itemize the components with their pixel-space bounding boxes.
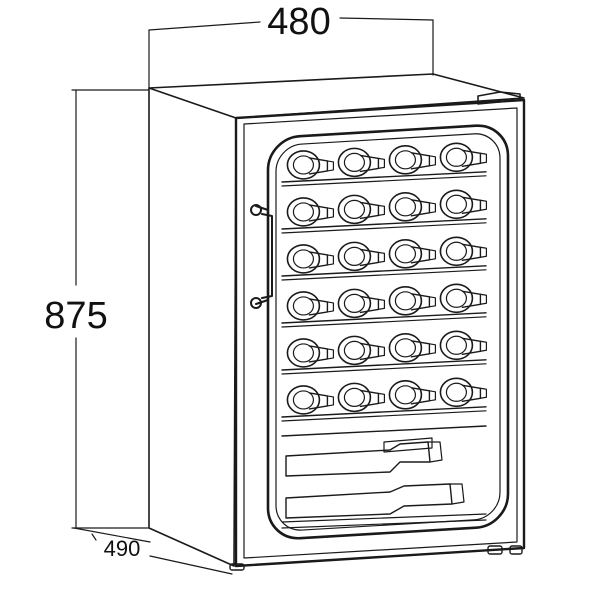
wine-bottle	[439, 236, 488, 267]
wine-bottle	[337, 288, 386, 319]
wine-bottle	[439, 377, 488, 408]
wine-bottle	[439, 330, 488, 361]
wine-bottle	[439, 283, 488, 314]
glass-window	[266, 124, 510, 540]
wine-bottle	[286, 385, 335, 415]
wine-bottle	[388, 333, 437, 363]
bottom-storage	[281, 425, 487, 529]
shelf-row	[281, 330, 488, 375]
wine-bottle	[388, 380, 437, 410]
wine-bottle	[286, 197, 335, 227]
wine-bottle	[337, 147, 386, 178]
height-label: 875	[44, 295, 107, 337]
shelf-row	[281, 283, 488, 328]
width-dimension: 480	[148, 1, 434, 89]
wine-bottle	[337, 241, 386, 272]
depth-label: 490	[104, 536, 141, 561]
wine-bottle	[286, 244, 335, 274]
wine-bottle	[388, 239, 437, 269]
wine-bottle	[337, 382, 386, 413]
wine-bottle	[286, 291, 335, 321]
wine-bottle	[388, 286, 437, 316]
wine-bottle	[286, 150, 335, 180]
wine-bottle	[337, 194, 386, 225]
shelf-row	[281, 142, 488, 187]
height-dimension: 875	[44, 89, 149, 529]
wine-bottle	[286, 338, 335, 368]
wine-bottle	[439, 189, 488, 220]
shelf-row	[281, 189, 488, 234]
wine-bottle	[439, 142, 488, 173]
wine-bottle	[388, 145, 437, 175]
door-handle	[250, 204, 273, 309]
shelf-row	[281, 377, 488, 422]
width-label: 480	[267, 1, 330, 43]
wine-bottle	[388, 192, 437, 222]
shelf-row	[281, 236, 488, 281]
depth-dimension: 490	[73, 527, 233, 575]
cabinet	[148, 73, 526, 571]
wine-bottle	[337, 335, 386, 366]
wine-racks	[281, 142, 488, 422]
